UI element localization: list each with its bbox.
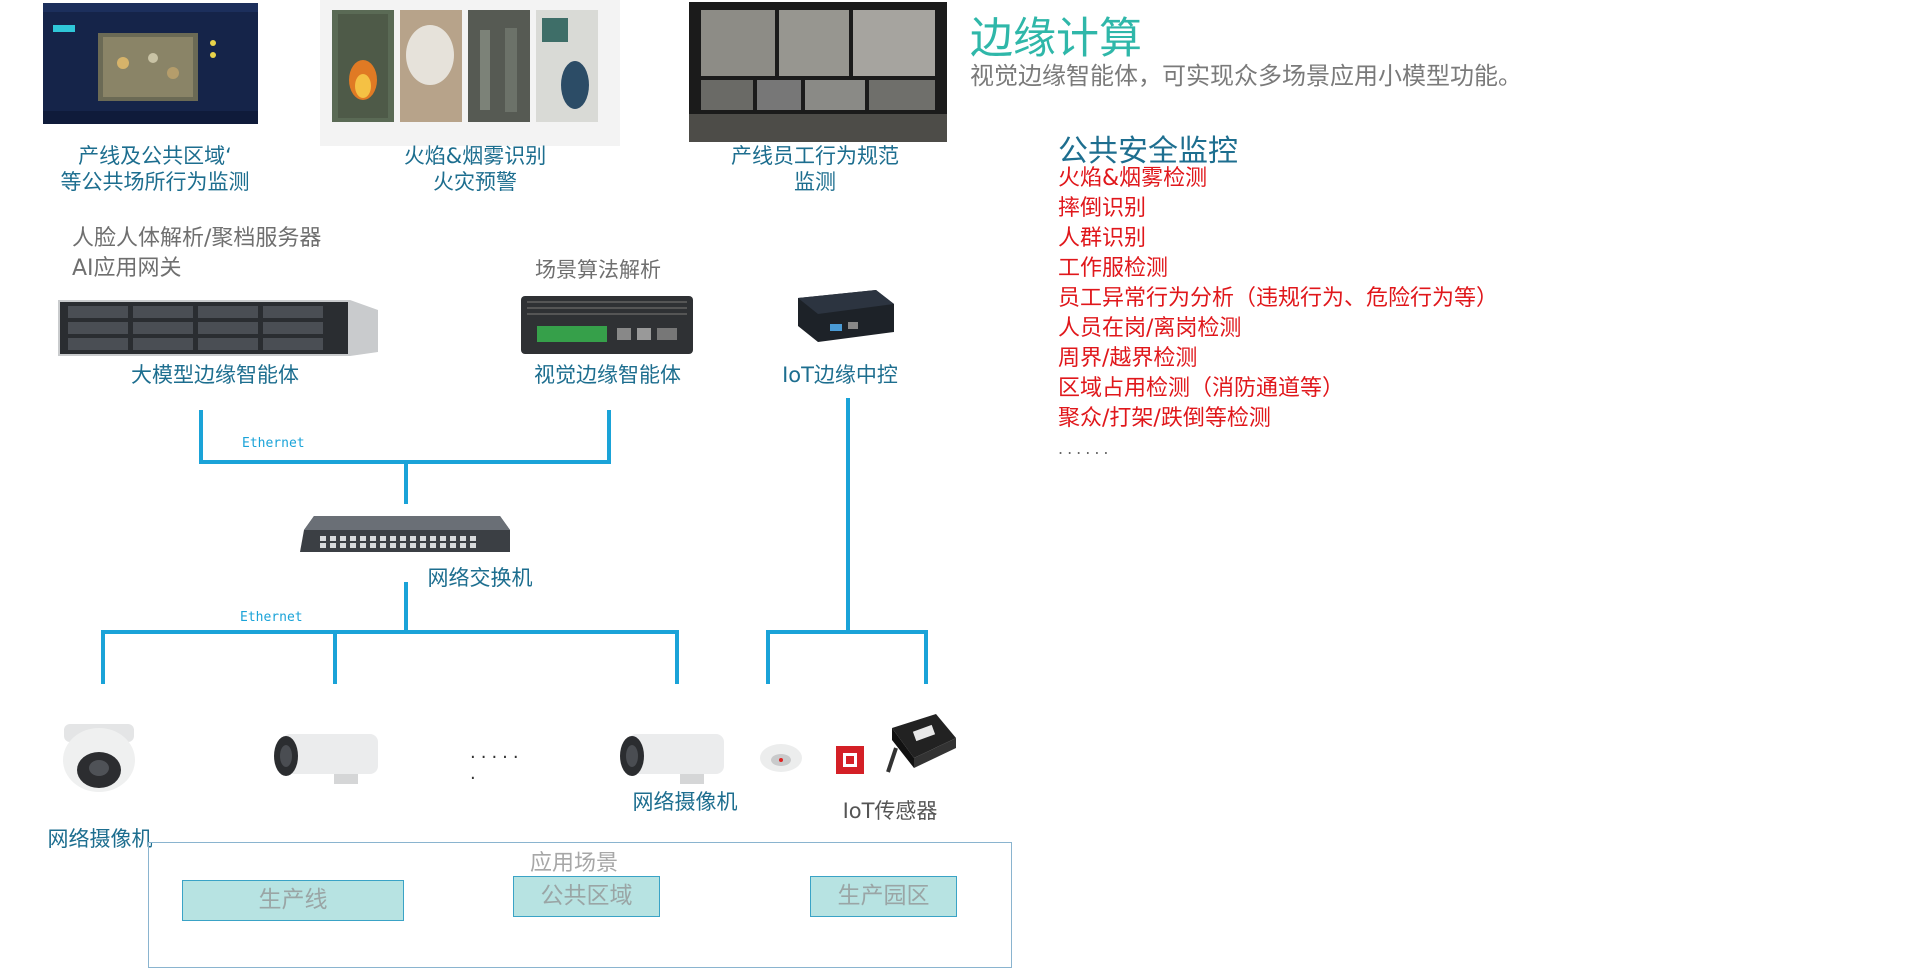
iot-controller-label: IoT边缘中控 — [782, 363, 898, 387]
smoke-sensor-image — [758, 740, 804, 780]
worker-caption: 产线员工行为规范 监测 — [710, 143, 920, 195]
edge-box-image — [517, 292, 697, 362]
scene-tag-production-line: 生产线 — [182, 880, 404, 921]
iot-sensor-label: IoT传感器 — [842, 799, 938, 823]
more-cameras-dots-line2: . — [470, 763, 481, 784]
switch-label: 网络交换机 — [427, 566, 533, 590]
scenario-list: 火焰&烟雾检测 摔倒识别 人群识别 工作服检测 员工异常行为分析（违规行为、危险… — [1058, 164, 1498, 464]
camera-label-left: 网络摄像机 — [47, 827, 153, 851]
scenario-item: 摔倒识别 — [1058, 196, 1147, 221]
fire-caption-line2: 火灾预警 — [433, 170, 517, 194]
monitor-wall-image — [689, 2, 947, 142]
fire-detection-panel — [320, 0, 620, 146]
camera-label-right: 网络摄像机 — [632, 790, 738, 814]
worker-caption-line1: 产线员工行为规范 — [731, 144, 899, 168]
edge-box-label: 视觉边缘智能体 — [534, 363, 681, 387]
link-camera-1 — [101, 630, 105, 684]
dashboard-caption-line2: 等公共场所行为监测 — [60, 170, 250, 194]
more-cameras-dots: ..... . — [470, 742, 524, 784]
scenario-item: 火焰&烟雾检测 — [1058, 166, 1208, 191]
iot-sensor-box-image — [884, 708, 960, 782]
scenario-heading: 公共安全监控 — [1058, 134, 1238, 169]
link-bottom-horizontal — [101, 630, 679, 634]
scenario-item: 人员在岗/离岗检测 — [1058, 316, 1242, 341]
more-cameras-dots-line1: ..... — [470, 742, 524, 763]
box-description: 场景算法解析 — [535, 258, 661, 282]
page-subtitle: 视觉边缘智能体，可实现众多场景应用小模型功能。 — [970, 62, 1522, 90]
scene-title: 应用场景 — [530, 851, 619, 876]
server-description: 人脸人体解析/聚档服务器 AI应用网关 — [72, 224, 321, 284]
fire-caption-line1: 火焰&烟雾识别 — [403, 144, 547, 168]
link-iot-sensor-1 — [766, 630, 770, 684]
bullet-camera-image-2 — [614, 726, 730, 792]
link-iot-down — [846, 398, 850, 632]
scenario-item: 区域占用检测（消防通道等） — [1058, 376, 1345, 401]
scenario-item: 聚众/打架/跌倒等检测 — [1058, 406, 1271, 431]
ethernet-label-bottom: Ethernet — [240, 610, 303, 625]
server-image — [58, 296, 378, 362]
link-iot-sensor-2 — [924, 630, 928, 684]
switch-image — [300, 512, 512, 564]
alarm-button-image — [834, 744, 866, 780]
worker-caption-line2: 监测 — [794, 170, 836, 194]
scenario-item: 周界/越界检测 — [1058, 346, 1198, 371]
page-title: 边缘计算 — [970, 14, 1142, 64]
server-label: 大模型边缘智能体 — [131, 363, 299, 387]
link-box-down — [607, 410, 611, 464]
bullet-camera-image-1 — [268, 726, 384, 792]
scenario-more: ...... — [1058, 439, 1113, 458]
ethernet-label-top: Ethernet — [242, 436, 305, 451]
server-description-line1: 人脸人体解析/聚档服务器 — [72, 226, 322, 251]
scene-tag-public-area: 公共区域 — [513, 876, 660, 917]
dashboard-caption-line1: 产线及公共区域‘ — [78, 144, 232, 168]
dome-camera-image — [58, 718, 142, 800]
scenario-item: 员工异常行为分析（违规行为、危险行为等） — [1058, 286, 1499, 311]
link-switch-down — [404, 582, 408, 632]
link-to-switch — [404, 460, 408, 504]
dashboard-screenshot — [43, 3, 258, 124]
dashboard-caption: 产线及公共区域‘ 等公共场所行为监测 — [40, 143, 270, 195]
fire-caption: 火焰&烟雾识别 火灾预警 — [370, 143, 580, 195]
link-camera-3 — [675, 630, 679, 684]
server-description-line2: AI应用网关 — [72, 256, 182, 281]
iot-controller-image — [790, 288, 900, 352]
scenario-item: 工作服检测 — [1058, 256, 1169, 281]
scenario-item: 人群识别 — [1058, 226, 1147, 251]
link-server-down — [199, 410, 203, 464]
link-camera-2 — [333, 630, 337, 684]
scene-tag-industrial-park: 生产园区 — [810, 876, 957, 917]
link-iot-horizontal — [766, 630, 928, 634]
